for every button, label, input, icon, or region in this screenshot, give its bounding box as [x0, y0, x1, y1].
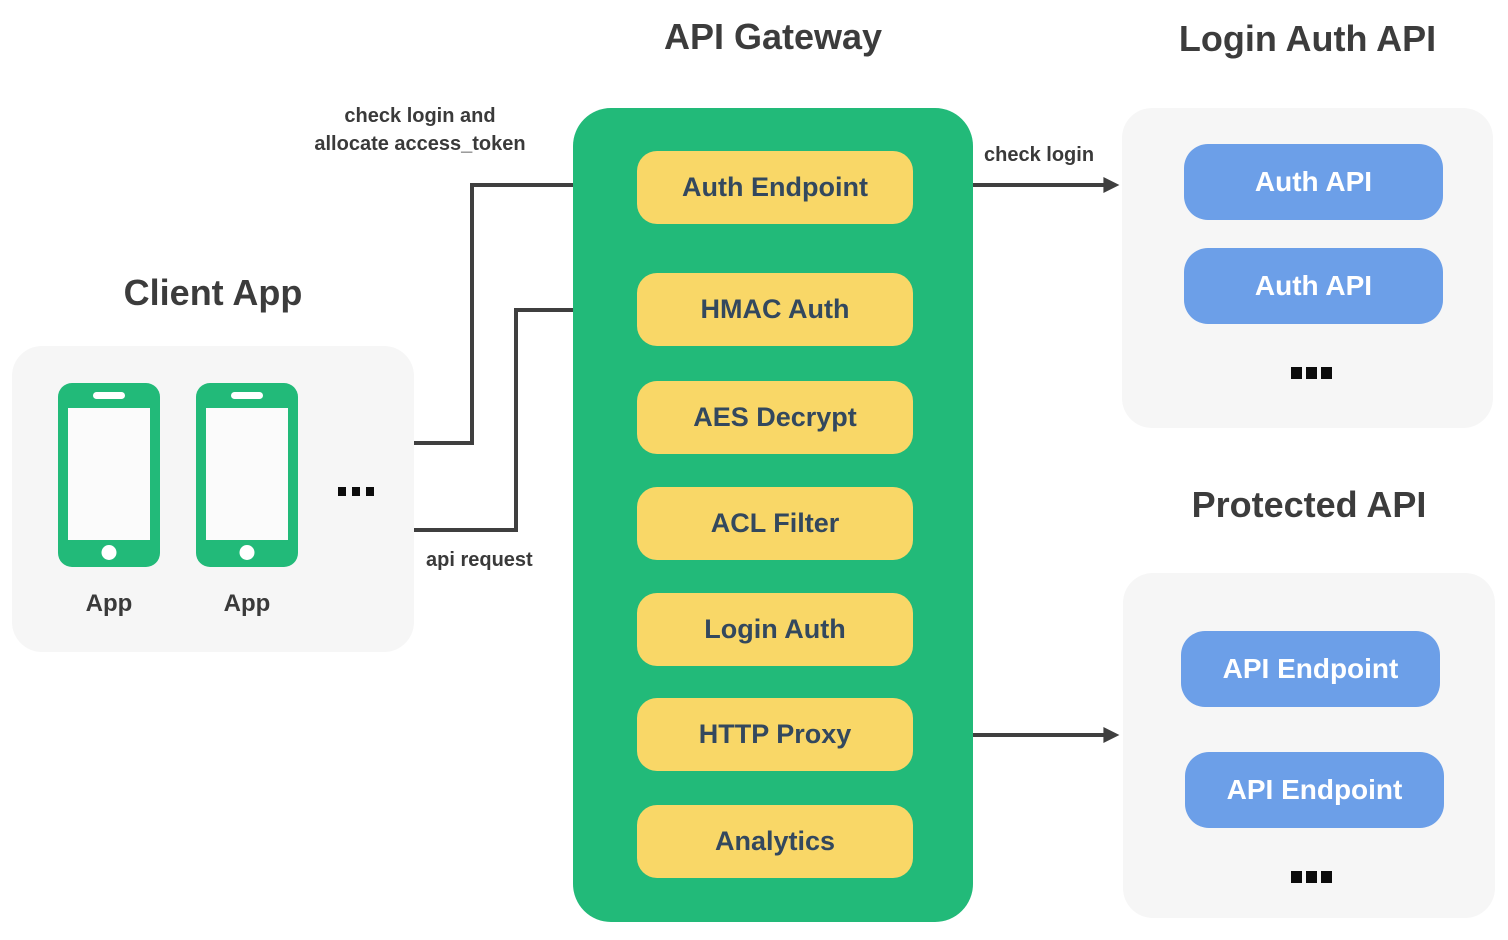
phone-speaker-icon: [93, 392, 125, 399]
edge-label-line: allocate access_token: [314, 133, 526, 155]
gateway-node-aes-decrypt: AES Decrypt: [637, 381, 913, 454]
login-auth-api-title: Login Auth API: [1178, 18, 1437, 59]
protected-api-panel: [1123, 573, 1495, 918]
ellipsis-icon: [338, 487, 374, 496]
edge-label-api-request: api request: [426, 549, 533, 571]
app-label: App: [223, 590, 271, 617]
phone-screen: [68, 408, 150, 540]
gateway-node-http-proxy: HTTP Proxy: [637, 698, 913, 771]
ellipsis-icon: [1291, 871, 1332, 883]
phone-icon: [196, 383, 298, 567]
client-app-title: Client App: [123, 272, 303, 313]
api-endpoint-node: API Endpoint: [1185, 752, 1444, 828]
ellipsis-icon: [1291, 367, 1332, 379]
auth-api-node: Auth API: [1184, 144, 1443, 220]
phone-icon: [58, 383, 160, 567]
gateway-node-login-auth: Login Auth: [637, 593, 913, 666]
edge-label-check-login: check login: [984, 144, 1095, 166]
gateway-node-hmac-auth: HMAC Auth: [637, 273, 913, 346]
auth-api-node: Auth API: [1184, 248, 1443, 324]
api-gateway-title: API Gateway: [663, 16, 883, 57]
phone-home-button-icon: [101, 545, 117, 560]
phone-speaker-icon: [231, 392, 263, 399]
gateway-node-acl-filter: ACL Filter: [637, 487, 913, 560]
phone-screen: [206, 408, 288, 540]
phone-home-button-icon: [239, 545, 255, 560]
edge-label-check-login-allocate: check login and allocate access_token: [285, 102, 555, 158]
gateway-node-auth-endpoint: Auth Endpoint: [637, 151, 913, 224]
api-endpoint-node: API Endpoint: [1181, 631, 1440, 707]
protected-api-title: Protected API: [1191, 484, 1427, 525]
edge-label-line: check login and: [344, 105, 496, 127]
gateway-node-analytics: Analytics: [637, 805, 913, 878]
app-label: App: [85, 590, 133, 617]
